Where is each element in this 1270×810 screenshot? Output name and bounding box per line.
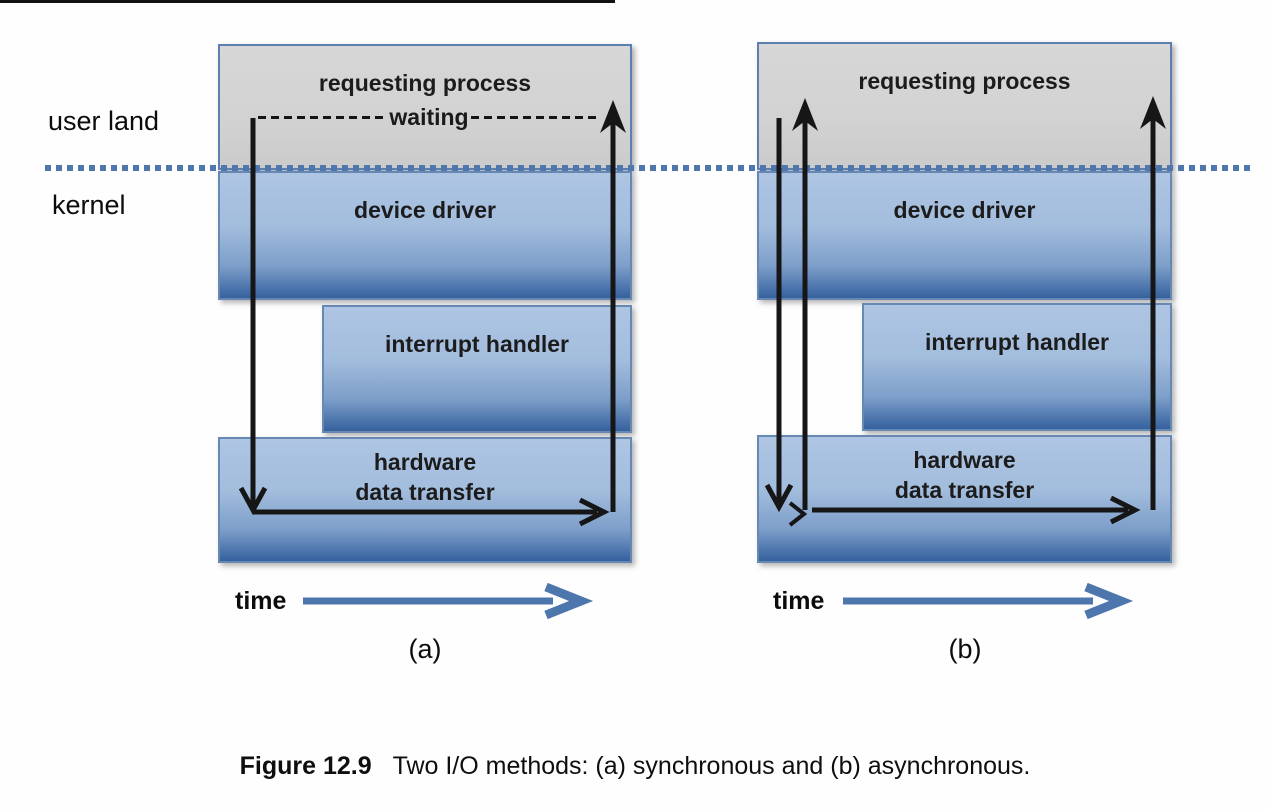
time-label-a: time xyxy=(235,587,287,615)
time-arrow-b xyxy=(843,582,1134,620)
waiting-indicator-a: waiting xyxy=(258,103,601,130)
waiting-dashes-left xyxy=(258,115,388,119)
figure-caption-text: Two I/O methods: (a) synchronous and (b)… xyxy=(392,752,1031,780)
interrupt-handler-label-b: interrupt handler xyxy=(924,329,1109,355)
requesting-process-box-a: requesting process xyxy=(218,44,632,170)
waiting-label: waiting xyxy=(389,103,469,130)
time-arrow-a xyxy=(303,582,594,620)
waiting-dashes-right xyxy=(470,115,601,119)
hardware-label-b-line2: data transfer xyxy=(894,477,1035,503)
hardware-label-b-line1: hardware xyxy=(913,447,1016,473)
hardware-label-a-line1: hardware xyxy=(373,449,477,475)
user-land-label: user land xyxy=(48,106,160,136)
figure-caption: Figure 12.9 Two I/O methods: (a) synchro… xyxy=(0,752,1270,781)
device-driver-box-a: device driver xyxy=(218,171,632,300)
panel-b-caption: (b) xyxy=(948,634,982,664)
requesting-process-label-b: requesting process xyxy=(858,68,1071,94)
hardware-transfer-box-a: hardware data transfer xyxy=(218,437,632,563)
time-label-b: time xyxy=(773,587,825,615)
interrupt-handler-box-a: interrupt handler xyxy=(322,305,632,433)
requesting-process-box-b: requesting process xyxy=(757,42,1172,170)
hardware-label-a-line2: data transfer xyxy=(355,479,495,505)
device-driver-label-a: device driver xyxy=(354,197,496,223)
user-kernel-boundary-line xyxy=(45,165,1255,171)
panel-a-caption: (a) xyxy=(408,634,442,664)
interrupt-handler-label-a: interrupt handler xyxy=(384,331,569,357)
top-border-line xyxy=(0,0,615,3)
kernel-label: kernel xyxy=(52,190,126,220)
hardware-transfer-box-b: hardware data transfer xyxy=(757,435,1172,563)
figure-number: Figure 12.9 xyxy=(239,752,372,780)
device-driver-label-b: device driver xyxy=(893,197,1036,223)
device-driver-box-b: device driver xyxy=(757,171,1172,300)
interrupt-handler-box-b: interrupt handler xyxy=(862,303,1172,431)
requesting-process-label-a: requesting process xyxy=(318,70,532,96)
